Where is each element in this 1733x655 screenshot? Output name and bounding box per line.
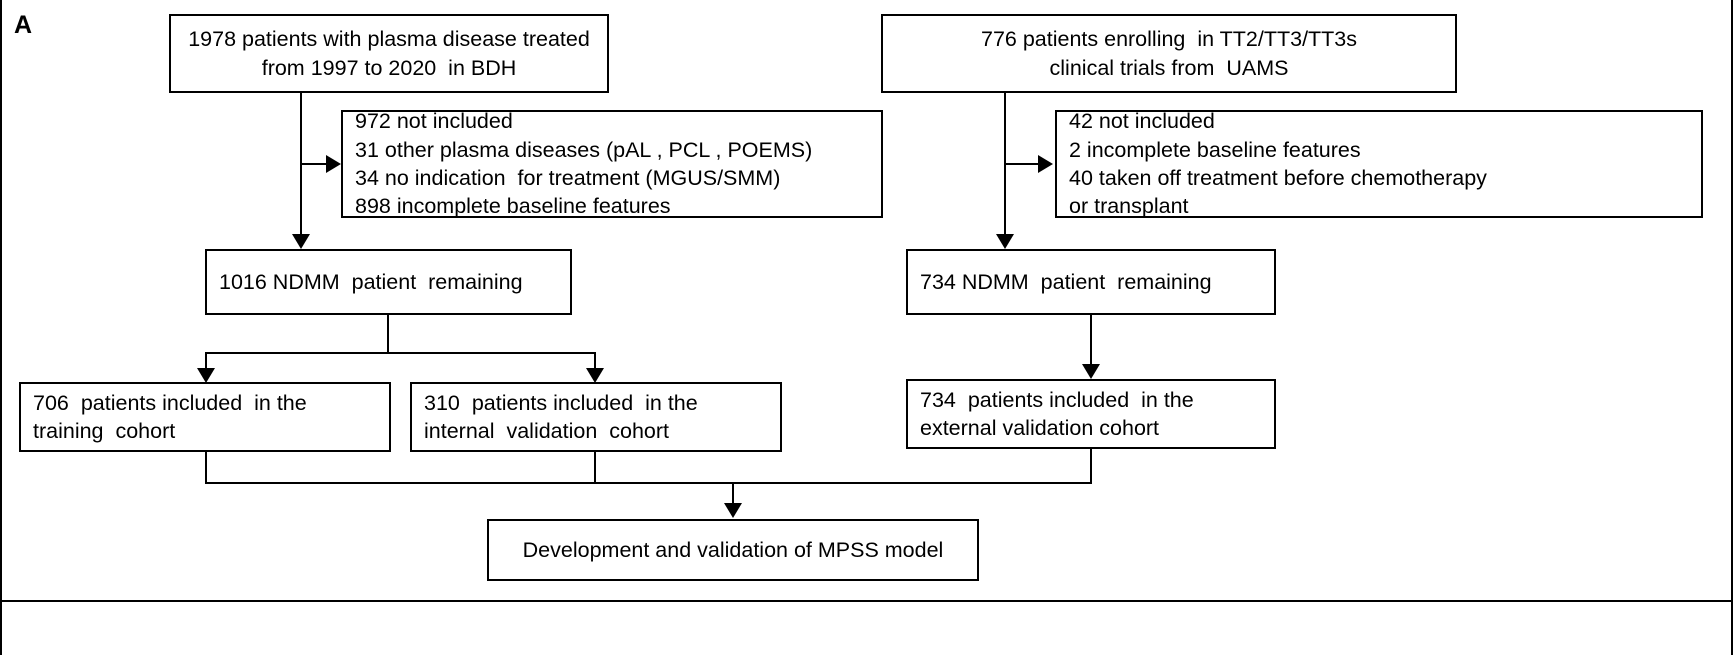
node-training-cohort-line-1: 706 patients included in the	[33, 390, 307, 415]
node-excluded-bdh-line-3: 34 no indication for treatment (MGUS/SMM…	[355, 166, 781, 190]
connector-merge-to-model	[732, 482, 735, 506]
node-excluded-uams-line-2: 2 incomplete baseline features	[1069, 137, 1361, 162]
connector-remaining-bdh-down	[387, 315, 390, 353]
arrowhead-merge-to-model	[724, 503, 742, 518]
node-excluded-bdh-line-2: 31 other plasma diseases (pAL , PCL , PO…	[355, 137, 813, 162]
connector-external-validation-cohort-down	[1090, 449, 1093, 483]
node-source-bdh-line-1: 1978 patients with plasma disease treate…	[188, 27, 590, 52]
node-excluded-uams-line-3: 40 taken off treatment before chemothera…	[1069, 166, 1487, 190]
frame-right-border	[1731, 0, 1733, 655]
connector-merge-bus	[205, 482, 1092, 485]
node-mpss-model: Development and validation of MPSS model	[487, 519, 979, 581]
node-source-bdh: 1978 patients with plasma disease treate…	[169, 14, 609, 93]
arrowhead-bdh-source-to-remaining	[292, 234, 310, 249]
connector-internal-validation-cohort-down	[594, 452, 597, 483]
connector-bdh-to-excluded	[300, 163, 328, 166]
frame-left-border	[0, 0, 2, 655]
connector-to-training-cohort	[205, 352, 208, 372]
node-excluded-bdh-line-4: 898 incomplete baseline features	[355, 194, 671, 219]
arrowhead-bdh-to-excluded	[326, 155, 341, 173]
frame-bottom-border	[0, 600, 1733, 602]
node-mpss-model-line-1: Development and validation of MPSS model	[522, 537, 944, 562]
node-external-validation-cohort-line-2: external validation cohort	[920, 416, 1160, 440]
node-external-validation-cohort-line-1: 734 patients included in the	[920, 387, 1194, 412]
node-internal-validation-cohort-line-2: internal validation cohort	[424, 419, 670, 443]
node-internal-validation-cohort: 310 patients included in the internal va…	[410, 382, 782, 452]
arrowhead-to-training-cohort	[197, 368, 215, 383]
node-source-bdh-line-2: from 1997 to 2020 in BDH	[261, 55, 517, 80]
connector-remaining-bdh-split	[205, 352, 596, 355]
node-excluded-bdh: 972 not included 31 other plasma disease…	[341, 109, 883, 219]
node-source-uams-line-2: clinical trials from UAMS	[1049, 55, 1289, 80]
arrowhead-to-internal-validation-cohort	[586, 368, 604, 383]
node-excluded-uams-line-1: 42 not included	[1069, 109, 1215, 134]
node-training-cohort-line-2: training cohort	[33, 419, 176, 443]
node-training-cohort: 706 patients included in the training co…	[19, 382, 391, 452]
node-source-uams: 776 patients enrolling in TT2/TT3/TT3s c…	[881, 14, 1457, 93]
node-remaining-bdh: 1016 NDMM patient remaining	[205, 249, 572, 315]
connector-training-cohort-down	[205, 452, 208, 483]
node-source-uams-line-1: 776 patients enrolling in TT2/TT3/TT3s	[980, 27, 1358, 52]
node-internal-validation-cohort-line-1: 310 patients included in the	[424, 390, 698, 415]
node-excluded-bdh-line-1: 972 not included	[355, 109, 513, 134]
arrowhead-uams-source-to-remaining	[996, 234, 1014, 249]
node-excluded-uams: 42 not included 2 incomplete baseline fe…	[1055, 109, 1703, 219]
panel-label-a: A	[14, 11, 33, 39]
connector-to-internal-validation-cohort	[594, 352, 597, 372]
connector-remaining-uams-down	[1090, 315, 1093, 365]
node-excluded-uams-line-4: or transplant	[1069, 194, 1189, 219]
arrowhead-to-external-validation-cohort	[1082, 364, 1100, 379]
node-remaining-uams-line-1: 734 NDMM patient remaining	[920, 269, 1212, 294]
node-external-validation-cohort: 734 patients included in the external va…	[906, 379, 1276, 449]
node-remaining-uams: 734 NDMM patient remaining	[906, 249, 1276, 315]
connector-uams-to-excluded	[1004, 163, 1040, 166]
node-remaining-bdh-line-1: 1016 NDMM patient remaining	[219, 269, 523, 294]
arrowhead-uams-to-excluded	[1038, 155, 1053, 173]
